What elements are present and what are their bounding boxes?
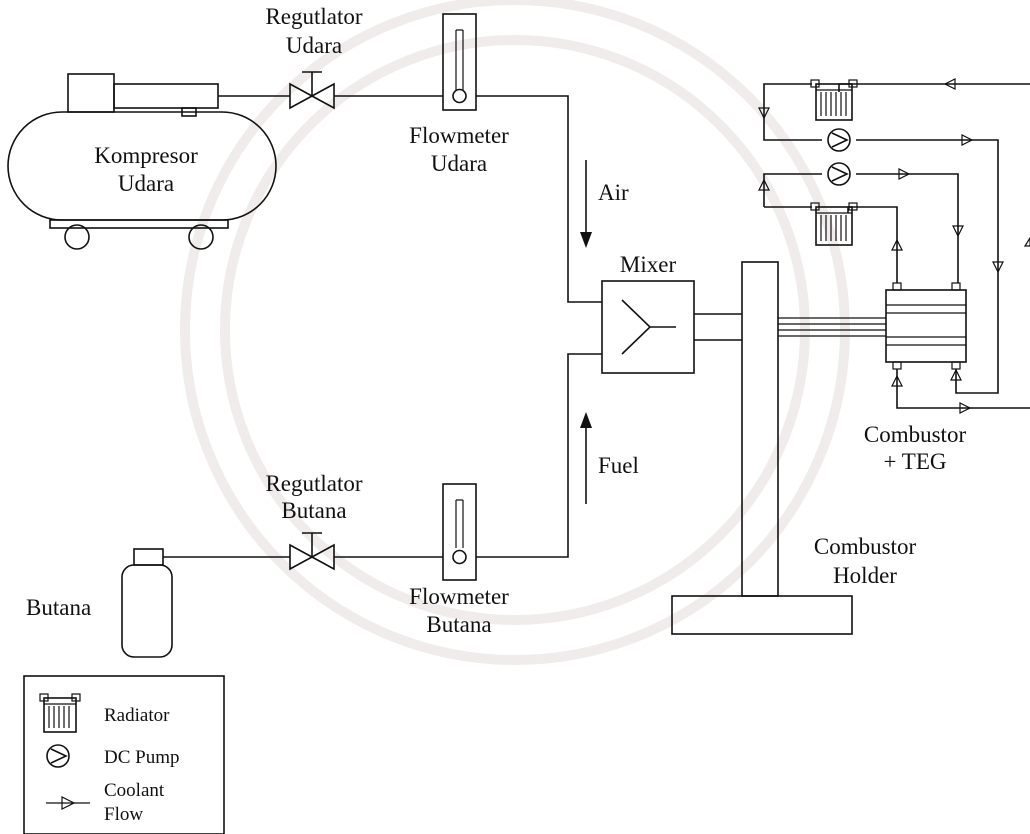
regulator-air-label-1: Regutlator <box>265 4 362 29</box>
watermark <box>180 0 850 665</box>
fuel-line <box>163 353 602 558</box>
compressor-label-1: Kompresor <box>94 143 198 168</box>
radiator-icon <box>810 79 858 121</box>
flowmeter-air-label-2: Udara <box>431 151 487 176</box>
compressor: Kompresor Udara <box>7 73 277 250</box>
combustor-holder-label-2: Holder <box>833 563 897 588</box>
dc-pump-icon <box>827 162 851 186</box>
combustor-teg-label-1: Combustor <box>864 422 967 447</box>
air-label: Air <box>598 180 629 205</box>
combustor-teg <box>885 282 967 370</box>
legend-radiator-label: Radiator <box>104 705 170 726</box>
flowmeter-icon <box>442 483 477 581</box>
dc-pump-icon <box>46 744 70 768</box>
valve-icon <box>289 532 335 571</box>
flowmeter-air-label-1: Flowmeter <box>409 123 509 148</box>
coolant-loop <box>763 83 1030 409</box>
radiator-icon <box>810 202 858 246</box>
valve-icon <box>289 71 335 110</box>
mixer-label: Mixer <box>620 252 677 277</box>
combustor-teg-label-2: + TEG <box>883 449 946 474</box>
butane-label: Butana <box>26 595 91 620</box>
mixer-icon <box>601 280 695 374</box>
fuel-label: Fuel <box>598 453 639 478</box>
flowmeter-icon <box>442 13 477 111</box>
radiator-icon <box>39 693 81 733</box>
coolant-flow-arrow-icon <box>758 78 1030 414</box>
fuel-arrow-icon <box>580 412 592 504</box>
regulator-butane-label-1: Regutlator <box>265 471 362 496</box>
butane-cylinder <box>121 548 173 658</box>
combustor-holder-label-1: Combustor <box>814 534 917 559</box>
regulator-air-label-2: Udara <box>286 33 342 58</box>
air-line <box>218 95 602 303</box>
dc-pump-icon <box>827 128 851 152</box>
legend-dc-pump-label: DC Pump <box>104 747 180 768</box>
air-arrow-icon <box>580 160 592 248</box>
coolant-flow-arrow-icon <box>46 796 90 810</box>
legend-coolant-flow-label-2: Flow <box>104 804 143 825</box>
regulator-butane-label-2: Butana <box>281 498 346 523</box>
combustor-holder <box>671 261 886 635</box>
compressor-label-2: Udara <box>118 171 174 196</box>
legend: Radiator DC Pump Coolant Flow <box>23 675 225 834</box>
legend-coolant-flow-label-1: Coolant <box>104 780 165 801</box>
flowmeter-butane-label-2: Butana <box>426 612 491 637</box>
flowmeter-butane-label-1: Flowmeter <box>409 584 509 609</box>
